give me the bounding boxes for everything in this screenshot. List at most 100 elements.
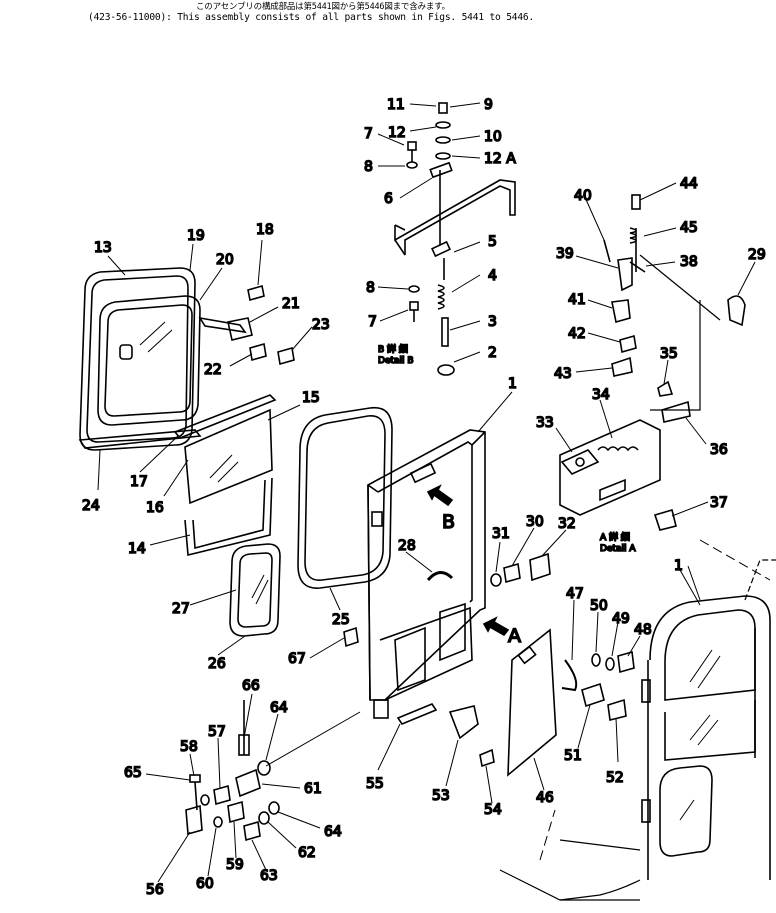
screw-part-57 <box>213 784 231 806</box>
callout-37: 37 <box>710 495 728 511</box>
arrow-a-label: A <box>508 625 521 647</box>
cap-part-67 <box>343 626 359 648</box>
callout-31: 31 <box>492 526 510 542</box>
callout-34: 34 <box>592 387 610 403</box>
washer-part-49 <box>605 657 615 671</box>
bracket-part-56 <box>185 804 203 836</box>
callout-47: 47 <box>566 586 584 602</box>
callout-22: 22 <box>204 362 222 378</box>
door-catch-parts <box>185 700 361 842</box>
small-window-assembly <box>229 543 281 637</box>
callout-61: 61 <box>304 781 322 797</box>
detail-b-assembly <box>394 102 516 376</box>
strip-part-55 <box>396 703 438 725</box>
callout-23: 23 <box>312 317 330 333</box>
door-seal-part-25 <box>297 406 393 589</box>
cab-window-upper <box>664 628 756 701</box>
grip-part-53 <box>448 705 479 740</box>
screw-part-22 <box>249 342 267 362</box>
callout-7: 7 <box>364 126 373 142</box>
callout-67: 67 <box>288 651 306 667</box>
callout-25: 25 <box>332 612 350 628</box>
view-arrows <box>426 484 510 637</box>
lock-housing <box>559 419 661 516</box>
header-japanese-note: このアセンブリの構成部品は第5441図から第5446図まで含みます。 <box>196 2 450 12</box>
callout-55: 55 <box>366 776 384 792</box>
callout-11: 11 <box>387 97 405 113</box>
callout-15: 15 <box>302 390 320 406</box>
glass-part-16 <box>184 408 273 505</box>
lock-part-33 <box>560 449 600 475</box>
callout-1: 1 <box>508 376 517 392</box>
callout-65: 65 <box>124 765 142 781</box>
cab-window-small <box>659 765 713 857</box>
callout-3: 3 <box>488 314 497 330</box>
callout-14: 14 <box>128 541 146 557</box>
callout-labels: 11 9 12 10 7 8 12 A 6 5 4 3 2 8 7 B 詳 細 … <box>81 96 766 899</box>
callout-leaders <box>97 182 756 883</box>
callout-32: 32 <box>558 516 576 532</box>
washer-part-12 <box>435 121 451 129</box>
screw-part-18 <box>247 284 265 302</box>
rail-part-17 <box>173 394 277 439</box>
washer-part-8-upper <box>406 161 418 169</box>
bolt-part-59 <box>227 800 245 824</box>
washer-part-64b <box>268 801 280 815</box>
callout-52: 52 <box>606 770 624 786</box>
washer-part-31 <box>490 573 502 587</box>
detail-b-jp: B 詳 細 <box>378 343 408 355</box>
callout-36: 36 <box>710 442 728 458</box>
bracket-part-21 <box>227 317 253 341</box>
screw-part-52 <box>607 698 627 721</box>
bolt-part-7-upper <box>407 141 417 151</box>
callout-33: 33 <box>536 415 554 431</box>
callout-30: 30 <box>526 514 544 530</box>
callout-42: 42 <box>568 326 586 342</box>
callout-38: 38 <box>680 254 698 270</box>
callout-2: 2 <box>488 345 497 361</box>
callout-44: 44 <box>680 176 698 192</box>
bolt-part-63 <box>243 820 261 842</box>
callout-50: 50 <box>590 598 608 614</box>
callout-7-lower: 7 <box>368 314 377 330</box>
callout-64-lower: 64 <box>324 824 342 840</box>
callout-5: 5 <box>488 234 497 250</box>
guide-lines <box>539 539 771 861</box>
callout-12: 12 <box>388 125 406 141</box>
callout-62: 62 <box>298 845 316 861</box>
callout-16: 16 <box>146 500 164 516</box>
bolt-part-37 <box>653 508 677 531</box>
cable-part-34 <box>597 446 639 452</box>
bracket-part-20 <box>198 316 247 334</box>
spring-part-45 <box>629 227 637 244</box>
callout-24: 24 <box>82 498 100 514</box>
washer-part-65 <box>200 794 210 806</box>
callout-51: 51 <box>564 748 582 764</box>
cap-part-35 <box>657 380 674 397</box>
detail-b-en: Detail B <box>378 356 414 366</box>
callout-49: 49 <box>612 611 630 627</box>
callout-10: 10 <box>484 129 502 145</box>
detail-a-assembly <box>559 194 746 531</box>
callout-39: 39 <box>556 246 574 262</box>
screw-part-42 <box>619 334 637 354</box>
washer-part-10 <box>435 136 451 144</box>
callout-21: 21 <box>282 296 300 312</box>
callout-9: 9 <box>484 97 493 113</box>
callout-66: 66 <box>242 678 260 694</box>
cap-part-2 <box>437 364 455 376</box>
callout-8: 8 <box>364 159 373 175</box>
spring-part-4 <box>437 284 445 310</box>
small-window-part-26 <box>229 543 281 637</box>
catch-part-61 <box>235 768 261 798</box>
callout-29: 29 <box>748 247 766 263</box>
pin-part-3 <box>441 317 449 347</box>
callout-4: 4 <box>488 268 497 284</box>
washer-part-50 <box>591 653 601 667</box>
washer-part-64 <box>257 760 271 776</box>
escutcheon-part-51 <box>581 682 605 708</box>
washer-part-12a <box>435 152 451 160</box>
callout-13: 13 <box>94 240 112 256</box>
callout-28: 28 <box>398 538 416 554</box>
